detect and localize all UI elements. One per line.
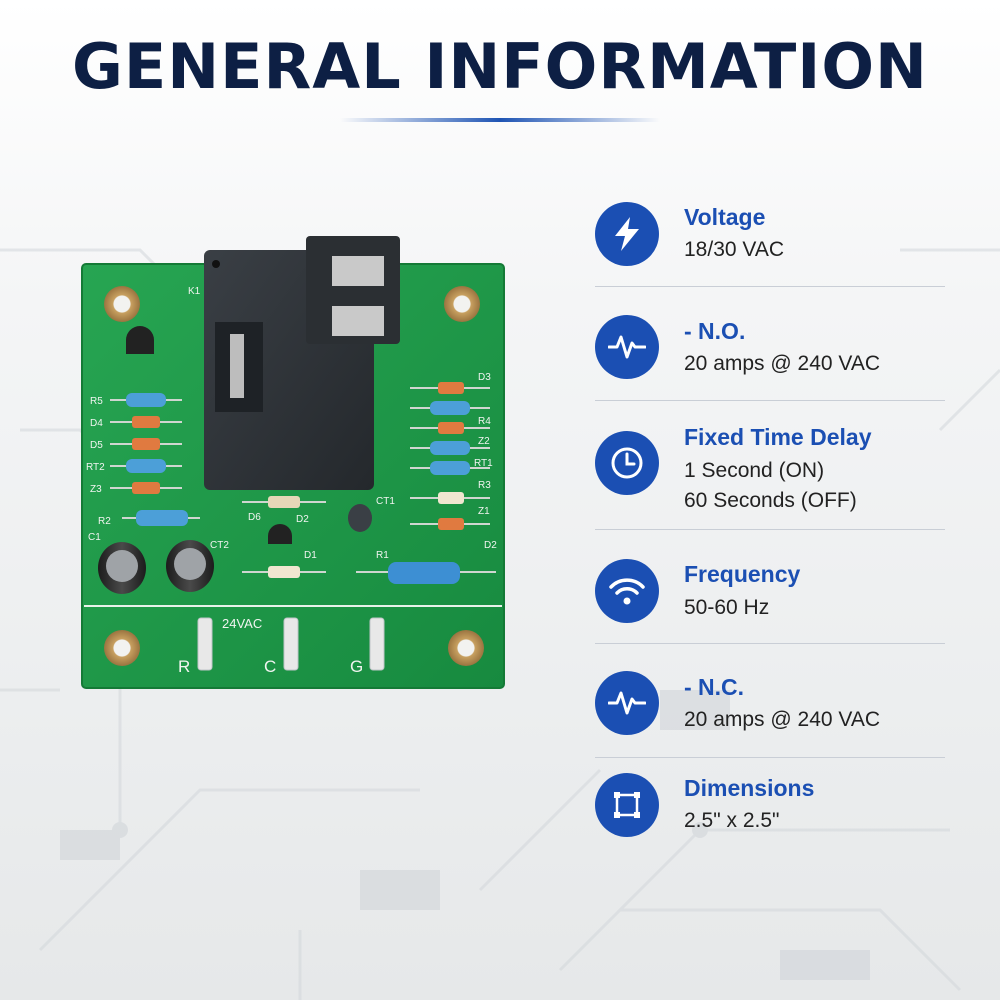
dimensions-icon — [595, 773, 659, 837]
silk-left-0: R5 — [90, 396, 103, 407]
silk-left-3: RT2 — [86, 462, 105, 473]
clock-icon — [595, 431, 659, 495]
terminal-group-label: 24VAC — [222, 616, 262, 631]
relay-component — [204, 236, 400, 490]
spec-value: 50-60 Hz — [684, 596, 770, 619]
terminal-g-label: G — [350, 657, 363, 676]
spec-voltage: Voltage 18/30 VAC — [595, 196, 945, 287]
silk-left-5: R2 — [98, 516, 111, 527]
silk-center-2: D2 — [296, 514, 309, 525]
lightning-icon — [595, 202, 659, 266]
silk-left-6: C1 — [88, 532, 101, 543]
spec-label: - N.C. — [684, 674, 745, 700]
spec-time-delay: Fixed Time Delay 1 Second (ON) 60 Second… — [595, 401, 945, 530]
spec-value: 2.5" x 2.5" — [684, 809, 780, 832]
spec-frequency: Frequency 50-60 Hz — [595, 530, 945, 644]
spec-nc: - N.C. 20 amps @ 240 VAC — [595, 644, 945, 758]
waveform-icon — [595, 671, 659, 735]
terminal-c-label: C — [264, 657, 276, 676]
title-underline — [340, 118, 660, 122]
page-title: GENERAL INFORMATION — [72, 30, 928, 103]
silk-center-0: CT1 — [376, 496, 395, 507]
circuit-board-image: K1 R5 D4 D5 RT2 Z3 R2 C1 CT2 D3 R4 Z2 RT… — [81, 236, 505, 689]
spec-dimensions: Dimensions 2.5" x 2.5" — [595, 758, 945, 858]
circuit-background-pattern — [0, 248, 1000, 1000]
mounting-holes — [104, 286, 484, 666]
silk-left-7: CT2 — [210, 540, 229, 551]
silk-right-2: Z2 — [478, 436, 490, 447]
spec-label: - N.O. — [684, 318, 746, 344]
silk-center-4: R1 — [376, 550, 389, 561]
wifi-icon — [595, 559, 659, 623]
spec-label: Fixed Time Delay — [684, 424, 872, 450]
spec-value: 1 Second (ON) — [684, 459, 825, 482]
silk-left-2: D5 — [90, 440, 103, 451]
silk-left-4: Z3 — [90, 484, 102, 495]
left-components — [110, 393, 200, 526]
spec-list: Voltage 18/30 VAC - N.O. 20 amps @ 240 V… — [595, 196, 945, 858]
silk-right-3: RT1 — [474, 458, 493, 469]
silk-center-1: D6 — [248, 512, 261, 523]
relay-label: K1 — [188, 286, 201, 297]
silk-right-1: R4 — [478, 416, 491, 427]
capacitors — [98, 504, 372, 594]
silk-right-6: D2 — [484, 540, 497, 551]
waveform-icon — [595, 315, 659, 379]
spec-value: 18/30 VAC — [684, 238, 785, 261]
terminal-block: 24VAC R C G — [178, 616, 385, 676]
silk-left-1: D4 — [90, 418, 103, 429]
spec-value: 60 Seconds (OFF) — [684, 489, 857, 512]
terminal-r-label: R — [178, 657, 190, 676]
silk-right-0: D3 — [478, 372, 491, 383]
spec-label: Frequency — [684, 561, 801, 587]
spec-value: 20 amps @ 240 VAC — [684, 352, 881, 375]
spec-label: Voltage — [684, 204, 766, 230]
spec-value: 20 amps @ 240 VAC — [684, 708, 881, 731]
right-components — [410, 382, 490, 530]
silk-center-3: D1 — [304, 550, 317, 561]
spec-no: - N.O. 20 amps @ 240 VAC — [595, 287, 945, 401]
silk-right-4: R3 — [478, 480, 491, 491]
spec-label: Dimensions — [684, 775, 815, 801]
silk-right-5: Z1 — [478, 506, 490, 517]
